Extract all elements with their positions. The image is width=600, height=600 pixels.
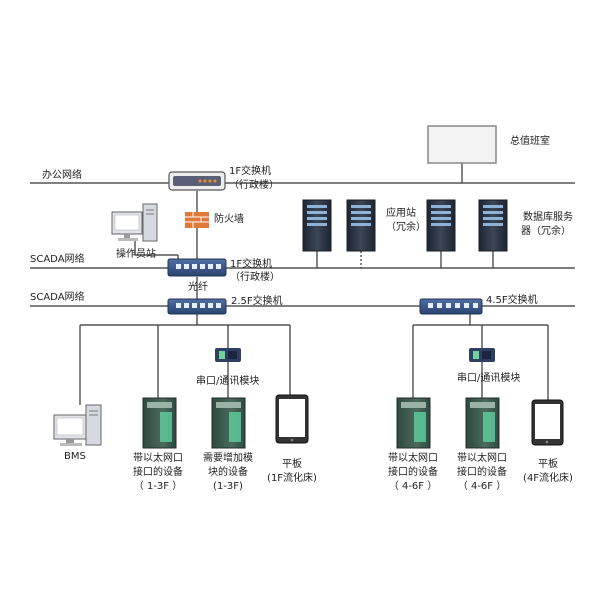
- scada-network-lower-label: SCADA网络: [30, 292, 85, 303]
- module-device-left-label-1: 需要增加模: [203, 453, 253, 464]
- switch-1f-upper-icon: [168, 171, 226, 191]
- db-server-sublabel: 器（冗余）: [521, 226, 571, 237]
- operator-station-label: 操作员站: [116, 249, 156, 260]
- switch-1f-lower-label: 1F交换机: [230, 259, 273, 270]
- db-server-2-icon: [478, 199, 508, 252]
- module-device-right-label-1: 带以太网口: [457, 453, 507, 464]
- module-device-left-icon: [211, 397, 246, 449]
- switch-25f-label: 2.5F交换机: [231, 296, 283, 307]
- serial-module-left-icon: [215, 348, 241, 362]
- duty-room-label: 总值班室: [510, 136, 550, 147]
- serial-module-right-icon: [469, 348, 495, 362]
- switch-45f-label: 4.5F交换机: [486, 295, 538, 306]
- serial-module-right-label: 串口/通讯模块: [457, 373, 521, 384]
- serial-module-left-label: 串口/通讯模块: [196, 376, 260, 387]
- tablet-right-label-1: 平板: [538, 459, 558, 470]
- office-network-label: 办公网络: [42, 170, 82, 181]
- db-server-label: 数据库服务: [523, 212, 573, 223]
- eth-device-right-label-1: 带以太网口: [388, 453, 438, 464]
- network-lines: [30, 163, 575, 405]
- app-server-1-icon: [302, 199, 332, 252]
- operator-station-icon: [111, 203, 158, 242]
- tablet-left-icon: [275, 394, 309, 444]
- switch-45f-icon: [419, 298, 483, 315]
- switch-1f-lower-sublabel: （行政楼）: [230, 272, 280, 283]
- eth-device-left-icon: [142, 397, 177, 449]
- bms-computer-icon: [53, 404, 102, 446]
- duty-room-screen-icon: [427, 125, 497, 164]
- switch-1f-upper-sublabel: （行政楼）: [229, 180, 279, 191]
- module-device-right-label-2: 接口的设备: [457, 467, 507, 478]
- eth-device-left-label-2: 接口的设备: [133, 467, 183, 478]
- module-device-right-icon: [465, 397, 500, 449]
- app-station-label: 应用站: [386, 208, 416, 219]
- tablet-left-label-1: 平板: [282, 459, 302, 470]
- scada-network-upper-label: SCADA网络: [30, 254, 85, 265]
- server-icons: [302, 199, 508, 252]
- module-device-left-label-3: (1-3F): [213, 481, 243, 492]
- app-server-2-icon: [346, 199, 376, 252]
- db-server-1-icon: [426, 199, 456, 252]
- tablet-right-label-2: (4F流化床): [523, 473, 573, 484]
- switch-1f-upper-label: 1F交换机: [229, 166, 272, 177]
- bms-label: BMS: [64, 451, 86, 462]
- plc-devices: [142, 397, 500, 449]
- switch-1f-lower-icon: [167, 258, 227, 277]
- firewall-icon: [185, 212, 209, 228]
- firewall-label: 防火墙: [214, 214, 244, 225]
- eth-device-right-label-2: 接口的设备: [388, 467, 438, 478]
- switch-25f-icon: [167, 298, 227, 315]
- tablet-left-label-2: (1F流化床): [267, 473, 317, 484]
- eth-device-right-icon: [396, 397, 431, 449]
- tablet-right-icon: [531, 399, 564, 446]
- module-device-left-label-2: 块的设备: [208, 467, 248, 478]
- fiber-label: 光纤: [188, 282, 208, 293]
- eth-device-left-label-3: （ 1-3F ）: [133, 481, 183, 492]
- app-station-sublabel: （冗余）: [386, 222, 426, 233]
- eth-device-right-label-3: （ 4-6F ）: [388, 481, 438, 492]
- module-device-right-label-3: （ 4-6F ）: [457, 481, 507, 492]
- eth-device-left-label-1: 带以太网口: [133, 453, 183, 464]
